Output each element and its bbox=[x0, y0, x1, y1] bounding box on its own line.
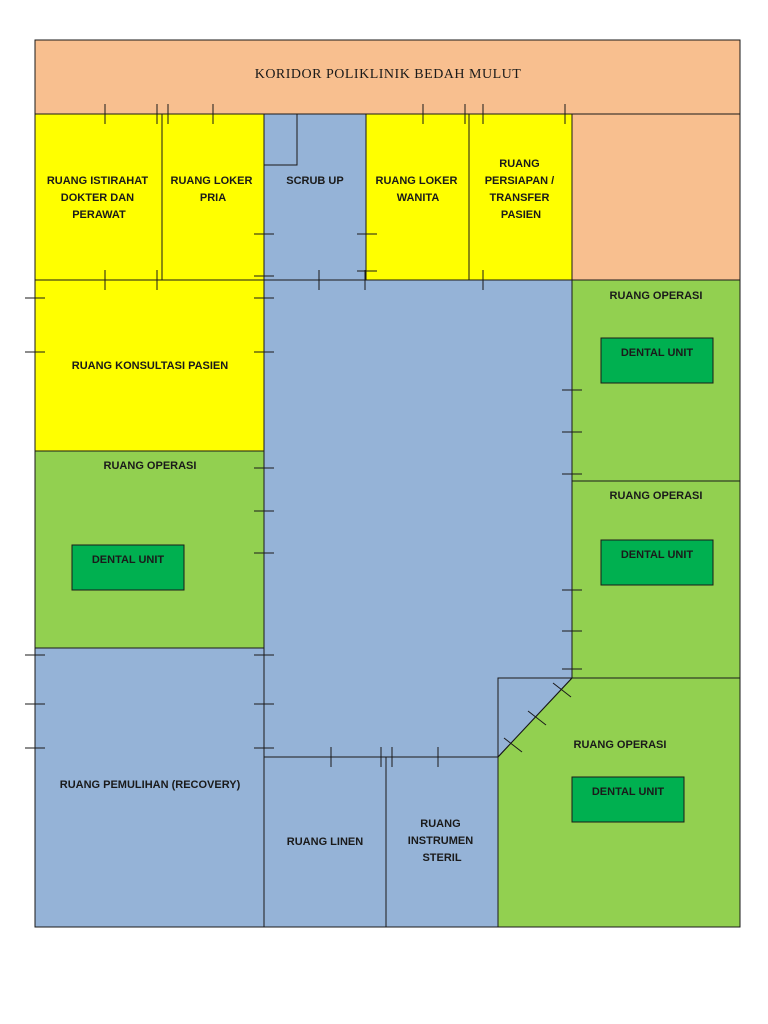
dental-unit-right-top bbox=[600, 337, 714, 384]
room-linen bbox=[263, 756, 387, 928]
dental-unit-left bbox=[71, 544, 185, 591]
corridor-area bbox=[34, 39, 741, 115]
dental-unit-right-mid bbox=[600, 539, 714, 586]
dental-unit-label: DENTAL UNIT bbox=[621, 549, 694, 561]
label-operasi-right-top: RUANG OPERASI bbox=[610, 290, 703, 302]
room-loker-pria bbox=[161, 113, 265, 281]
room-scrub-up bbox=[263, 113, 367, 281]
door-marker bbox=[503, 737, 523, 753]
diagonal-wall bbox=[497, 677, 573, 758]
room-loker-wanita bbox=[365, 113, 470, 281]
dental-unit-label: DENTAL UNIT bbox=[592, 786, 665, 798]
corridor-title: KORIDOR POLIKLINIK BEDAH MULUT bbox=[255, 67, 522, 82]
room-konsultasi bbox=[34, 279, 265, 452]
label-linen: RUANG LINEN bbox=[287, 836, 363, 848]
label-scrub-up: SCRUB UP bbox=[286, 175, 343, 187]
door-marker bbox=[527, 710, 547, 726]
label-loker-wanita: RUANG LOKER WANITA bbox=[376, 175, 461, 204]
room-istirahat bbox=[34, 113, 163, 281]
room-instrumen bbox=[385, 756, 499, 928]
label-konsultasi: RUANG KONSULTASI PASIEN bbox=[72, 360, 229, 372]
label-instrumen: RUANG INSTRUMEN STERIL bbox=[408, 818, 476, 864]
dental-unit-label: DENTAL UNIT bbox=[621, 347, 694, 359]
room-pemulihan bbox=[34, 647, 265, 928]
label-operasi-right-mid: RUANG OPERASI bbox=[610, 490, 703, 502]
label-operasi-left: RUANG OPERASI bbox=[104, 460, 197, 472]
label-operasi-right-bottom: RUANG OPERASI bbox=[574, 739, 667, 751]
dental-unit-label: DENTAL UNIT bbox=[92, 554, 165, 566]
upper-right-corridor-area bbox=[571, 113, 741, 281]
label-persiapan: RUANG PERSIAPAN / TRANSFER PASIEN bbox=[485, 158, 558, 221]
scrub-up-partition bbox=[264, 114, 298, 166]
label-pemulihan: RUANG PEMULIHAN (RECOVERY) bbox=[60, 779, 241, 791]
diagonal-corner-frame bbox=[497, 677, 572, 757]
door-markers bbox=[25, 104, 582, 767]
door-marker bbox=[552, 682, 572, 698]
dental-unit-right-bottom bbox=[571, 776, 685, 823]
room-persiapan bbox=[468, 113, 573, 281]
label-istirahat: RUANG ISTIRAHAT DOKTER DAN PERAWAT bbox=[47, 175, 151, 221]
label-loker-pria: RUANG LOKER PRIA bbox=[171, 175, 256, 204]
